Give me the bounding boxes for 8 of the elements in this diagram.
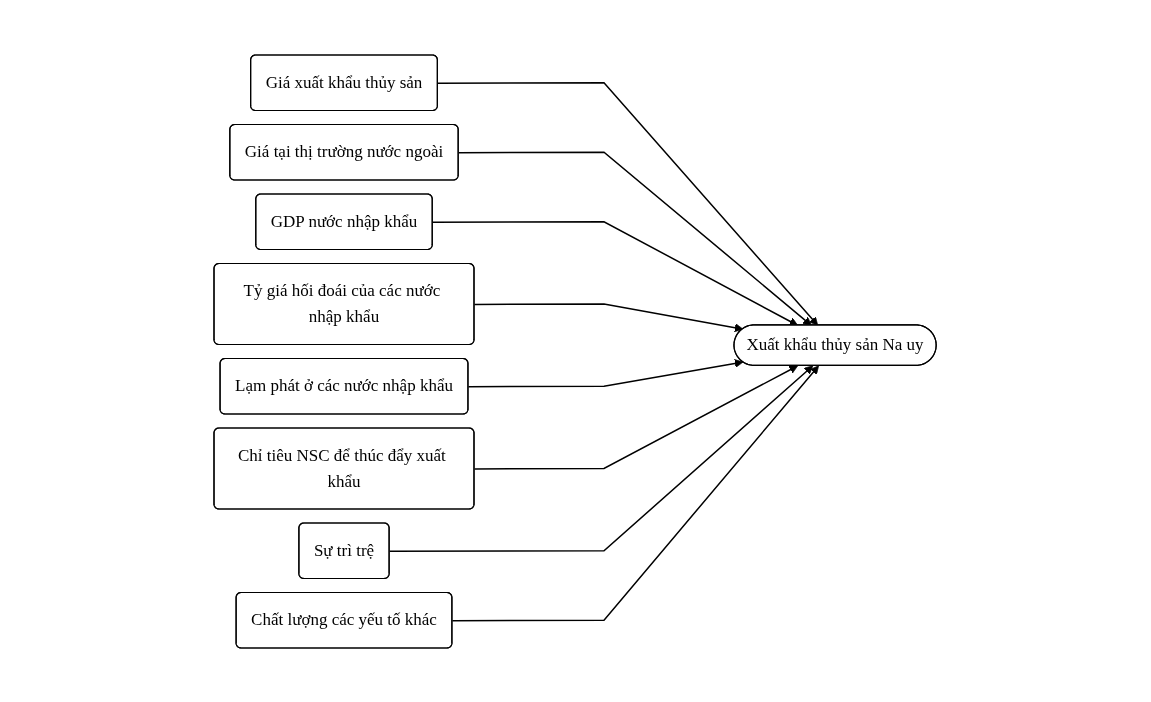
arrow <box>474 364 799 470</box>
arrow <box>468 358 744 387</box>
arrow <box>437 81 819 326</box>
arrow <box>452 364 820 621</box>
arrow <box>432 220 799 326</box>
arrow <box>458 151 813 326</box>
arrow <box>389 364 814 552</box>
arrow <box>474 302 744 332</box>
